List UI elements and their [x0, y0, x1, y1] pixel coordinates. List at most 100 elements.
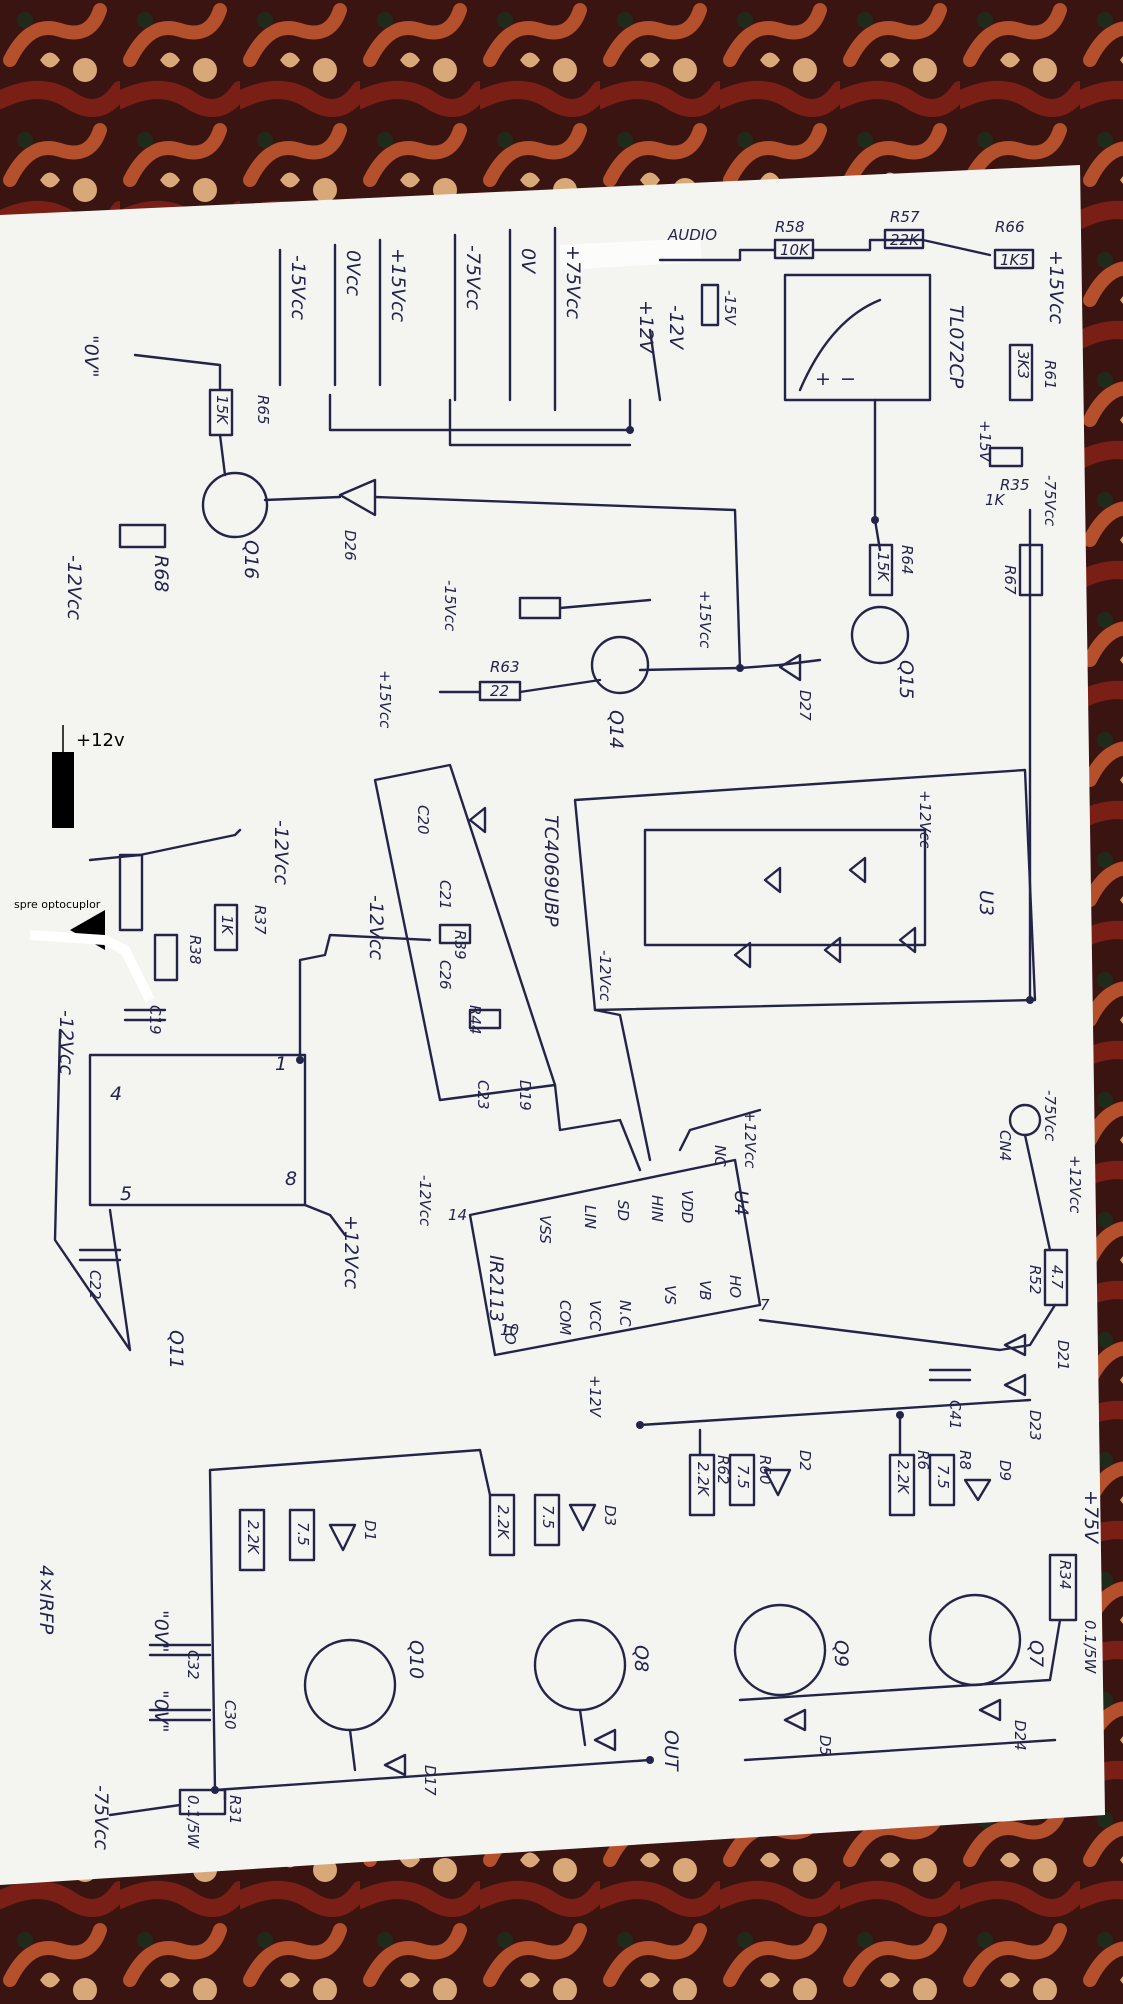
tc4069-section: TC4069UBP C20 C21 R39 C26 R44 C23 D19 -1…: [365, 763, 562, 1111]
label-u4-sd: SD: [614, 1200, 632, 1221]
resistor-r62b: [688, 1453, 716, 1517]
diode-d1: [328, 1523, 357, 1552]
label-c32: C32: [184, 1650, 202, 1680]
label-r65-value: 15K: [213, 395, 231, 425]
resistor-r39: [438, 923, 472, 945]
label-r37-value: 1K: [218, 915, 236, 936]
label-pin5: 5: [120, 1183, 132, 1205]
label-zero-v-top: "0V": [80, 335, 102, 378]
label-tl072: TL072CP: [945, 305, 967, 389]
label-cn4-m75: -75Vcc: [1041, 1090, 1059, 1142]
label-c20: C20: [414, 805, 432, 835]
label-r62: R62: [714, 1455, 732, 1485]
label-pin8: 8: [285, 1168, 297, 1190]
label-audio: AUDIO: [667, 226, 717, 244]
label-p12vcc-u3: +12Vcc: [916, 790, 934, 849]
diode-q8: [593, 1728, 617, 1752]
label-r31: R31: [226, 1795, 244, 1825]
label-r38: R38: [186, 935, 204, 965]
label-u4-p12vcc: +12Vcc: [741, 1110, 759, 1169]
diode-d9: [963, 1478, 992, 1502]
diode-d27: [778, 653, 802, 682]
resistor-r60: [728, 1453, 756, 1507]
label-r67: R67: [1001, 565, 1019, 595]
label-r60-value: 7.5: [734, 1465, 752, 1489]
resistor-r6: [888, 1453, 916, 1517]
resistor-r66: [993, 248, 1035, 270]
label-d26: D26: [341, 530, 359, 561]
label-ir2113: IR2113: [485, 1255, 507, 1322]
label-u4-com: COM: [556, 1300, 574, 1335]
resistor-r38: [153, 933, 179, 982]
label-m15vcc-q14: -15Vcc: [441, 580, 459, 632]
label-r35: R35: [1000, 476, 1030, 494]
label-r37: R37: [251, 905, 269, 935]
label-u4-nc: NC: [711, 1145, 729, 1167]
label-pot-m15v: -15V: [721, 290, 739, 326]
label-r35-value: 1K: [985, 491, 1006, 509]
u3-internal: [643, 828, 927, 947]
label-r31-value: 0.1/5W: [184, 1795, 202, 1849]
label-r63: R63: [490, 658, 520, 676]
label-tc4069: TC4069UBP: [540, 815, 562, 927]
diode-u3-d: [823, 936, 842, 964]
label-u4-vs: VS: [661, 1285, 679, 1305]
paper-sheet: [0, 165, 1105, 1885]
label-q11: Q11: [165, 1330, 187, 1369]
label-rail-p15: +15Vcc: [1045, 250, 1067, 325]
label-d1: D1: [361, 1520, 379, 1541]
label-q7: Q7: [1025, 1640, 1047, 1667]
label-r52-value: 4.7: [1048, 1265, 1066, 1289]
label-u4-vss: VSS: [536, 1215, 554, 1244]
label-r8: R8: [956, 1450, 974, 1470]
mosfet-right-pair: Q9 Q7 R62 2.2K R60 7.5 D2 R6 2.2K R8 7.5…: [638, 1398, 1102, 1762]
label-u4-vcc: VCC: [586, 1300, 604, 1332]
rail-label: 0Vcc: [342, 250, 364, 297]
potentiometer: [700, 283, 720, 327]
label-p12vcc-left: +12Vcc: [340, 1215, 362, 1290]
label-r63-value: 22: [490, 682, 509, 700]
label-cn4: CN4: [996, 1130, 1014, 1161]
diode-u3-b: [848, 856, 867, 884]
label-p15vcc-q14: +15Vcc: [376, 670, 394, 729]
label-zero-v-a: "0V": [150, 1610, 172, 1653]
label-plus12v: +12v: [76, 730, 125, 751]
mosfet-left-pair: Q10 Q8 2.2K 7.5 D1 2.2K 7.5 D3 D17 OUT C…: [35, 1448, 682, 1850]
diode-d2: [763, 1468, 792, 1497]
label-u4-p12v: +12V: [586, 1375, 604, 1419]
label-q9: Q9: [830, 1640, 852, 1667]
label-r40-value: 2.2K: [494, 1505, 512, 1540]
label-q14: Q14: [605, 710, 627, 749]
label-d2: D2: [796, 1450, 814, 1471]
label-d21: D21: [1054, 1340, 1072, 1371]
label-m75vcc-top: -75Vcc: [1041, 475, 1059, 527]
resistor-r68: [118, 523, 167, 549]
diode-u3-e: [898, 926, 917, 954]
resistor-r44: [468, 1008, 502, 1030]
label-q10: Q10: [405, 1640, 427, 1679]
black-bar: [52, 752, 74, 828]
label-m12vcc-left: -12Vcc: [63, 555, 85, 620]
label-r8-value: 7.5: [934, 1465, 952, 1489]
label-r58-value: 10K: [780, 241, 810, 259]
rail-label: 0V: [517, 248, 539, 275]
label-p15vcc-q14b: +15Vcc: [696, 590, 714, 649]
label-c30: C30: [221, 1700, 239, 1730]
resistor-r40: [488, 1493, 516, 1557]
resistor-r8: [928, 1453, 956, 1507]
label-r57: R57: [890, 208, 920, 226]
cn4-section: CN4 -75Vcc +12Vcc R52 4.7 D21 D23 C41: [758, 1090, 1084, 1441]
optocoupler-annotation: +12v spre optocuplor: [14, 725, 155, 1003]
label-c26: C26: [436, 960, 454, 990]
junction-dots: [211, 426, 1034, 1794]
label-r34: R34: [1056, 1560, 1074, 1590]
transistor-q15: [850, 605, 910, 665]
label-r6-value: 2.2K: [894, 1460, 912, 1495]
label-d3: D3: [601, 1505, 619, 1526]
label-c22: C22: [86, 1270, 104, 1300]
label-r45-value: 2.2K: [244, 1520, 262, 1555]
label-u4-nc2: N.C: [616, 1300, 634, 1327]
label-irfp: 4×IRFP: [35, 1565, 57, 1635]
diode-u3-c: [733, 941, 752, 969]
label-r39: R39: [451, 930, 469, 960]
